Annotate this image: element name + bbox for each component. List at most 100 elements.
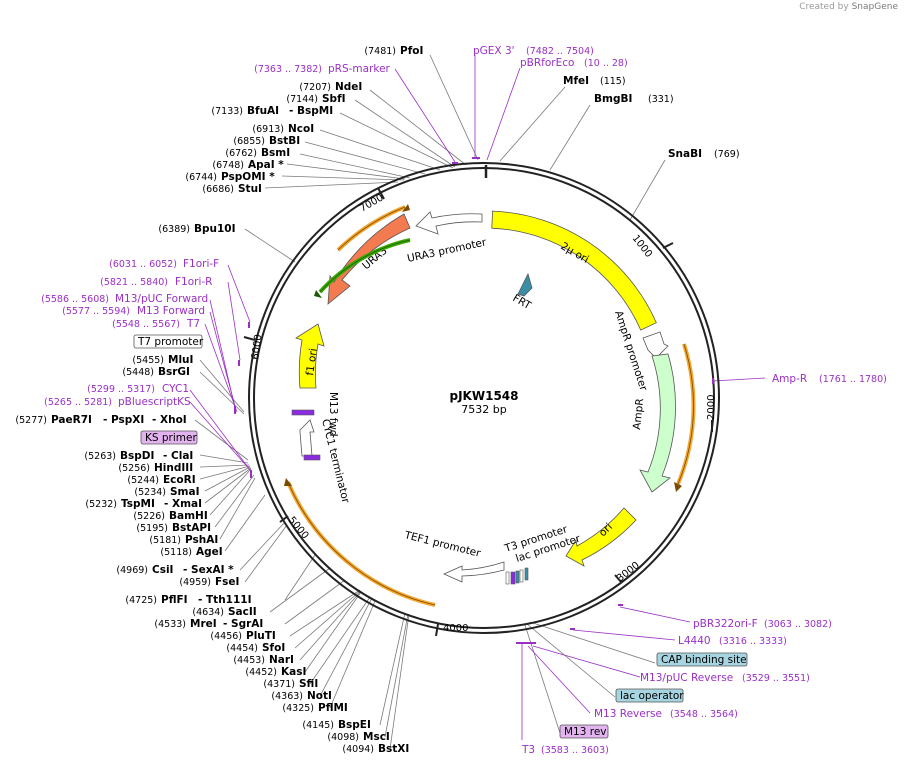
enzyme-name[interactable]: PfoI — [400, 45, 423, 57]
feature-ura3[interactable] — [327, 213, 411, 305]
primer-name[interactable]: pBR322ori-F — [693, 618, 758, 630]
feature-cap-site[interactable] — [524, 567, 529, 581]
feature-m13-fwd-site[interactable] — [291, 409, 315, 416]
enzyme-name[interactable]: SnaBI — [668, 148, 702, 160]
enzyme-name[interactable]: MscI — [363, 731, 390, 743]
label-m13-fwd: M13 fwd — [327, 392, 339, 437]
feature-f1-ori[interactable] — [295, 323, 325, 389]
enzyme-name[interactable]: NcoI — [288, 123, 314, 135]
enzyme-name[interactable]: KasI — [281, 666, 306, 678]
primer-name[interactable]: T3 — [521, 744, 535, 756]
enzyme-name[interactable]: SbfI — [322, 93, 346, 105]
enzyme-name[interactable]: NdeI — [335, 81, 362, 93]
enzyme-name[interactable]: BamHI — [169, 510, 208, 522]
enzyme-name[interactable]: - XhoI — [152, 414, 187, 426]
enzyme-name[interactable]: ApaI * — [248, 159, 284, 171]
enzyme-name[interactable]: PaeR7I — [51, 414, 92, 426]
enzyme-name[interactable]: CsiI — [152, 564, 173, 576]
orf-lower-left — [286, 481, 436, 607]
enzyme-name[interactable]: MfeI — [563, 75, 589, 87]
primer-name[interactable]: M13/pUC Reverse — [640, 672, 733, 684]
enzyme-name[interactable]: BsmI — [261, 147, 290, 159]
plasmid-size: 7532 bp — [461, 403, 506, 416]
primer-name[interactable]: L4440 — [678, 635, 711, 647]
primer-pos: (5265 .. 5281) — [44, 397, 112, 408]
enzyme-name[interactable]: SmaI — [170, 486, 200, 498]
enzyme-name[interactable]: NotI — [307, 690, 332, 702]
enzyme-name[interactable]: BspDI — [120, 450, 154, 462]
enzyme-name[interactable]: SfiI — [299, 678, 318, 690]
enzyme-name[interactable]: BstXI — [378, 743, 409, 755]
enzyme-name[interactable]: BmgBI — [594, 93, 632, 105]
enzyme-pos: (6913) — [252, 124, 284, 135]
enzyme-pos: (7481) — [364, 46, 396, 57]
enzyme-name[interactable]: - ClaI — [163, 450, 193, 462]
feature-ampr[interactable] — [639, 353, 676, 493]
enzyme-name[interactable]: MluI — [168, 354, 193, 366]
enzyme-name[interactable]: Bpu10I — [194, 223, 236, 235]
lac-operator-box[interactable] — [615, 688, 684, 703]
feature-tef1-promoter[interactable] — [443, 561, 505, 583]
enzyme-name[interactable]: PflFI — [161, 594, 188, 606]
enzyme-name[interactable]: BstAPI — [172, 522, 211, 534]
feature-2mu-ori[interactable] — [491, 210, 657, 331]
enzyme-name[interactable]: PspOMI * — [221, 171, 275, 183]
lac-operator-label: lac operator — [620, 690, 684, 702]
primer-name[interactable]: M13 Reverse — [594, 708, 662, 720]
feature-m13-rev-site[interactable] — [510, 571, 516, 585]
enzyme-name[interactable]: BstBI — [269, 135, 300, 147]
feature-lac-operator-site[interactable] — [515, 570, 520, 584]
primer-name[interactable]: pBluescriptKS — [118, 396, 191, 408]
primer-name[interactable]: F1ori-F — [183, 258, 219, 270]
primer-pos: (5299 .. 5317) — [87, 384, 155, 395]
feature-lac-promoter[interactable] — [519, 569, 524, 583]
feature-m13-site-2[interactable] — [303, 454, 321, 461]
enzyme-name[interactable]: SfoI — [262, 642, 285, 654]
enzyme-name[interactable]: - BspMI — [289, 105, 333, 117]
primer-name[interactable]: M13/pUC Forward — [115, 293, 208, 305]
enzyme-name[interactable]: StuI — [238, 183, 262, 195]
cap-binding-site-box[interactable] — [656, 652, 748, 667]
enzyme-name[interactable]: - SgrAI — [223, 618, 263, 630]
enzyme-name[interactable]: NarI — [269, 654, 294, 666]
enzyme-name[interactable]: AgeI — [196, 546, 223, 558]
primer-name[interactable]: T7 — [186, 318, 200, 330]
primer-name[interactable]: pRS-marker — [328, 63, 391, 75]
ks-primer-box[interactable] — [140, 430, 198, 445]
primer-name[interactable]: F1ori-R — [175, 276, 212, 288]
enzyme-name[interactable]: - PspXI — [103, 414, 144, 426]
primer-name[interactable]: pBRforEco — [520, 57, 574, 69]
enzyme-pos: (5244) — [127, 475, 159, 486]
enzyme-name[interactable]: HindIII — [154, 462, 193, 474]
feature-ura3-promoter[interactable] — [415, 211, 483, 235]
enzyme-name[interactable]: MreI — [190, 618, 217, 630]
enzyme-name[interactable]: BfuAI — [247, 105, 279, 117]
enzyme-name[interactable]: TspMI — [121, 498, 155, 510]
enzyme-name[interactable]: FseI — [215, 576, 239, 588]
feature-t3-promoter[interactable] — [505, 571, 510, 585]
enzyme-name[interactable]: BsrGI — [158, 366, 190, 378]
enzyme-name[interactable]: EcoRI — [163, 474, 196, 486]
enzyme-name[interactable]: PshAI — [185, 534, 218, 546]
t7-promoter-box[interactable] — [133, 334, 203, 349]
enzyme-name[interactable]: SacII — [228, 606, 257, 618]
enzyme-name[interactable]: BspEI — [338, 719, 371, 731]
feature-frt[interactable] — [517, 272, 533, 297]
enzyme-name[interactable]: - Tth111I — [198, 594, 252, 606]
enzyme-name[interactable]: - SexAI * — [183, 564, 234, 576]
enzyme-name[interactable]: PluTI — [246, 630, 276, 642]
enzyme-pos: (5234) — [134, 487, 166, 498]
enzyme-name[interactable]: - XmaI — [164, 498, 202, 510]
feature-cyc1-terminator[interactable] — [299, 419, 315, 457]
feature-ori[interactable] — [565, 507, 637, 567]
primer-name[interactable]: pGEX 3' — [473, 45, 515, 57]
primer-name[interactable]: Amp-R — [772, 373, 807, 385]
primer-name[interactable]: M13 Forward — [137, 305, 205, 317]
m13-rev-box[interactable] — [559, 724, 609, 739]
primer-name[interactable]: CYC1 — [162, 383, 189, 395]
primer-marks — [234, 157, 714, 644]
feature-ampr-promoter[interactable] — [642, 331, 669, 359]
enzyme-pos: (4371) — [263, 679, 295, 690]
enzyme-pos: (4363) — [271, 691, 303, 702]
enzyme-name[interactable]: PflMI — [318, 702, 348, 714]
